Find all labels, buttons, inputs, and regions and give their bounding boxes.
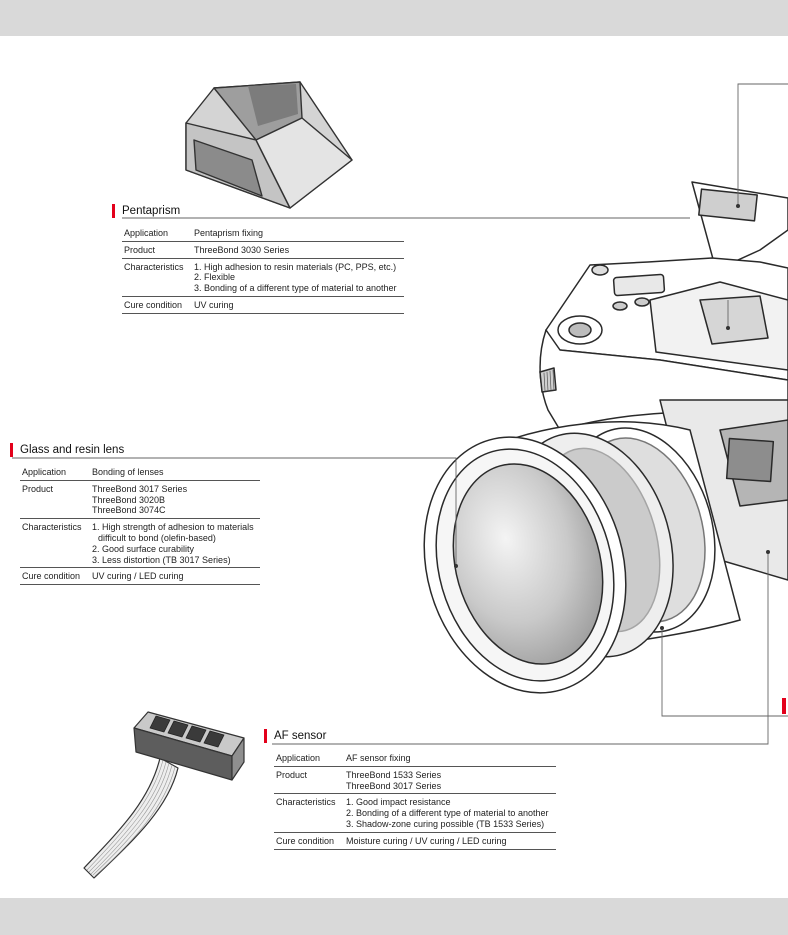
spec-row-characteristics: Characteristics 1. High strength of adhe…: [20, 519, 260, 569]
spec-value: ThreeBond 3017 Series: [92, 483, 188, 494]
spec-key: Cure condition: [22, 571, 81, 582]
spec-row-characteristics: Characteristics 1. High adhesion to resi…: [122, 259, 404, 297]
leader-lines: [12, 83, 788, 745]
spec-row-application: Application Pentaprism fixing: [122, 225, 404, 242]
spec-value: 3. Less distortion (TB 3017 Series): [92, 554, 231, 565]
spec-row-product: Product ThreeBond 1533 Series ThreeBond …: [274, 767, 556, 795]
af-sensor-icon: [83, 711, 245, 879]
spec-key: Product: [124, 244, 156, 255]
spec-value: 2. Good surface curability: [92, 543, 195, 554]
spec-key: Cure condition: [276, 835, 335, 846]
leader-dots: [454, 204, 770, 630]
spec-value: 3. Bonding of a different type of materi…: [194, 283, 397, 294]
spec-value: 2. Flexible: [194, 272, 236, 283]
spec-value: AF sensor fixing: [346, 753, 411, 763]
spec-key: Characteristics: [276, 797, 336, 808]
lens-section: Glass and resin lens Application Bonding…: [10, 442, 260, 586]
pentaprism-icon: [185, 81, 353, 209]
spec-row-product: Product ThreeBond 3017 Series ThreeBond …: [20, 481, 260, 520]
red-marker: [782, 698, 786, 714]
spec-key: Characteristics: [22, 522, 82, 533]
spec-key: Characteristics: [124, 261, 184, 272]
spec-value: 1. Good impact resistance: [346, 797, 451, 808]
lens-spec-table: Application Bonding of lenses Product Th…: [20, 464, 260, 586]
spec-key: Product: [22, 483, 54, 494]
spec-value: ThreeBond 3074C: [92, 505, 166, 516]
spec-key: Product: [276, 769, 308, 780]
spec-key: Cure condition: [124, 299, 183, 310]
lens-barrel: [423, 421, 741, 694]
spec-value: UV curing / LED curing: [92, 571, 184, 582]
spec-row-cure-condition: Cure condition UV curing: [122, 297, 404, 314]
spec-value: ThreeBond 1533 Series: [346, 769, 442, 780]
spec-value: 1. High adhesion to resin materials (PC,…: [194, 261, 397, 272]
spec-value: Bonding of lenses: [92, 467, 164, 477]
spec-key: Application: [276, 753, 321, 763]
pentaprism-spec-table: Application Pentaprism fixing Product Th…: [122, 225, 404, 314]
af-sensor-spec-table: Application AF sensor fixing Product Thr…: [274, 750, 556, 850]
spec-row-cure-condition: Cure condition UV curing / LED curing: [20, 568, 260, 586]
spec-row-product: Product ThreeBond 3030 Series: [122, 242, 404, 259]
spec-row-application: Application Bonding of lenses: [20, 464, 260, 481]
top-band: [0, 0, 788, 36]
bottom-band: [0, 898, 788, 935]
af-sensor-title: AF sensor: [264, 728, 556, 744]
spec-key: Application: [22, 467, 67, 477]
spec-value: 1. High strength of adhesion to material…: [92, 522, 254, 533]
pentaprism-title: Pentaprism: [112, 203, 404, 219]
af-sensor-section: AF sensor Application AF sensor fixing P…: [264, 728, 556, 850]
spec-value: ThreeBond 3030 Series: [194, 244, 290, 255]
spec-row-cure-condition: Cure condition Moisture curing / UV curi…: [274, 833, 556, 850]
spec-value: difficult to bond (olefin-based): [98, 532, 216, 543]
spec-row-application: Application AF sensor fixing: [274, 750, 556, 767]
lens-title: Glass and resin lens: [10, 442, 260, 458]
spec-value: 2. Bonding of a different type of materi…: [346, 808, 549, 819]
spec-row-characteristics: Characteristics 1. Good impact resistanc…: [274, 794, 556, 833]
spec-value: UV curing: [194, 299, 234, 310]
spec-value: ThreeBond 3017 Series: [346, 780, 442, 791]
spec-value: Moisture curing / UV curing / LED curing: [346, 835, 507, 846]
spec-value: 3. Shadow-zone curing possible (TB 1533 …: [346, 818, 545, 829]
spec-key: Application: [124, 228, 169, 238]
spec-value: ThreeBond 3020B: [92, 494, 166, 505]
spec-value: Pentaprism fixing: [194, 228, 264, 238]
pentaprism-section: Pentaprism Application Pentaprism fixing…: [112, 203, 404, 314]
